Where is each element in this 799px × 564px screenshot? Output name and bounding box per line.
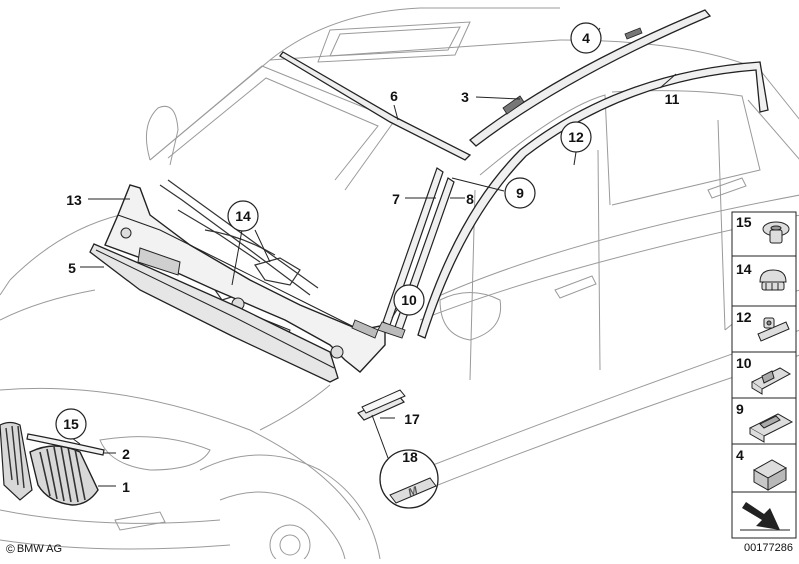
- callout-6: 6: [390, 88, 398, 104]
- svg-text:5: 5: [68, 260, 76, 276]
- svg-text:13: 13: [66, 192, 82, 208]
- next-page-arrow[interactable]: [731, 491, 797, 539]
- svg-text:2: 2: [122, 446, 130, 462]
- arrow-icon: [740, 502, 790, 531]
- svg-text:4: 4: [582, 30, 590, 46]
- callout-13: 13: [66, 192, 82, 208]
- legend-row-12[interactable]: 12: [731, 305, 797, 353]
- callout-18: 18: [402, 449, 418, 465]
- clip-block-icon: [752, 459, 788, 491]
- callout-2: 2: [122, 446, 130, 462]
- svg-text:12: 12: [568, 129, 584, 145]
- svg-text:11: 11: [665, 91, 680, 107]
- callout-3: 3: [461, 89, 469, 105]
- callout-4: 4: [570, 22, 602, 54]
- emblem-detail: M: [379, 449, 439, 509]
- svg-text:15: 15: [736, 214, 752, 230]
- clip-mushroom-icon: [762, 221, 790, 244]
- clip-round-icon: [759, 269, 787, 291]
- svg-text:15: 15: [63, 416, 79, 432]
- copyright-icon: ©: [6, 542, 15, 556]
- legend-row-14[interactable]: 14: [731, 255, 797, 307]
- svg-text:12: 12: [736, 309, 752, 325]
- roof-moulding-part: [279, 51, 472, 161]
- callout-7: 7: [392, 191, 400, 207]
- side-emblem-part: [357, 389, 406, 459]
- svg-text:3: 3: [461, 89, 469, 105]
- copyright-text: BMW AG: [16, 543, 63, 555]
- roof-rail-strip: [469, 9, 712, 147]
- callout-11: 11: [665, 91, 680, 107]
- svg-text:18: 18: [402, 449, 418, 465]
- document-number: 00177286: [744, 542, 793, 554]
- callout-17: 17: [404, 411, 420, 427]
- legend-row-10[interactable]: 10: [731, 351, 797, 399]
- svg-text:4: 4: [736, 447, 744, 463]
- svg-text:1: 1: [122, 479, 130, 495]
- copyright-notice: © BMW AG: [6, 542, 62, 556]
- callout-8: 8: [466, 191, 474, 207]
- callout-15: 15: [55, 408, 87, 440]
- callout-5: 5: [68, 260, 76, 276]
- svg-text:17: 17: [404, 411, 420, 427]
- callout-10: 10: [393, 284, 425, 316]
- svg-text:8: 8: [466, 191, 474, 207]
- legend-row-15[interactable]: 15: [731, 211, 797, 257]
- svg-text:14: 14: [736, 261, 752, 277]
- grille-trim-strip: [26, 433, 105, 456]
- clip-bracket-icon: [751, 367, 792, 395]
- svg-text:10: 10: [736, 355, 752, 371]
- callout-9: 9: [504, 177, 536, 209]
- door-frame-trim: [417, 61, 769, 339]
- callout-1: 1: [122, 479, 130, 495]
- clip-pin-icon: [757, 317, 790, 342]
- car-outline: [0, 7, 799, 564]
- svg-text:7: 7: [392, 191, 400, 207]
- clip-slide-icon: [748, 413, 794, 443]
- svg-text:9: 9: [736, 401, 744, 417]
- legend-row-9[interactable]: 9: [731, 397, 797, 445]
- callout-12: 12: [560, 121, 592, 153]
- kidney-grille: [0, 421, 99, 506]
- svg-text:6: 6: [390, 88, 398, 104]
- svg-text:9: 9: [516, 185, 524, 201]
- seal-strip: [89, 243, 339, 383]
- parts-legend: 15 14 12: [731, 211, 797, 539]
- svg-text:10: 10: [401, 292, 417, 308]
- svg-text:14: 14: [235, 208, 251, 224]
- callout-14: 14: [227, 200, 259, 232]
- legend-row-4[interactable]: 4: [731, 443, 797, 493]
